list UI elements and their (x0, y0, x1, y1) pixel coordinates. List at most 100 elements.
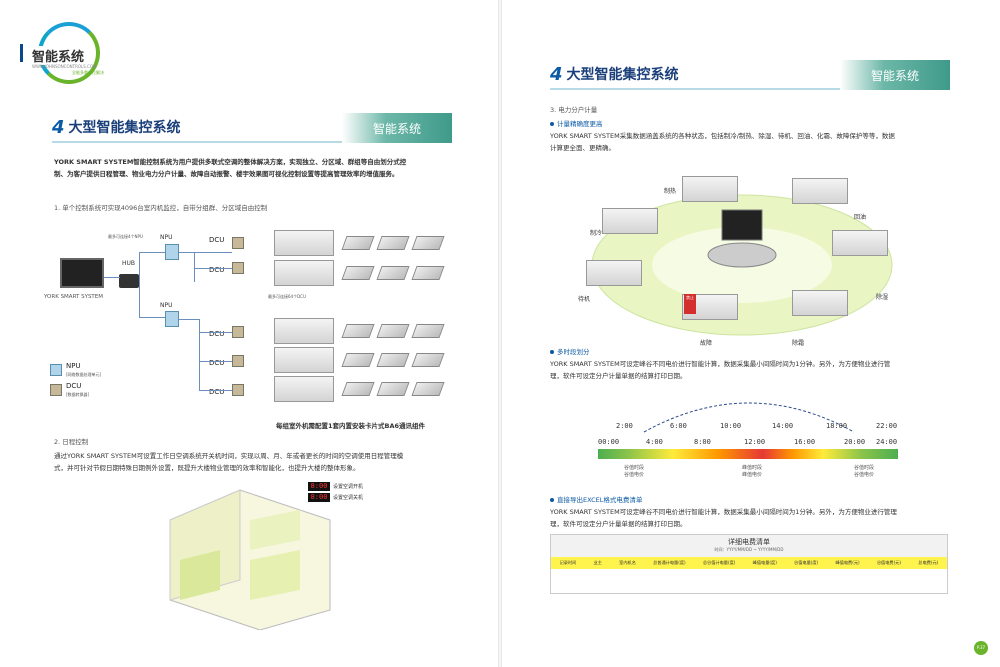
table-col: 谷值电费(元) (876, 560, 902, 565)
right-page: 4 大型智能集控系统 智能系统 3. 电力分户计量 计量精确度更高 YORK S… (502, 0, 1000, 667)
table-col: 峰值电费(元) (835, 560, 860, 565)
section2-paragraph: 通过YORK SMART SYSTEM可设置工作日空调系统开关机时间，实现以周、… (54, 450, 464, 474)
bullet3-title: 直接导出EXCEL格式电费清单 (550, 494, 642, 504)
dcu-icon (232, 384, 244, 396)
time-top: 10:00 (720, 422, 742, 430)
legend-npu-icon (50, 364, 62, 376)
bullet-icon (550, 498, 554, 502)
outdoor-unit-icon (274, 260, 334, 286)
dcu-label: DCU (209, 236, 225, 244)
page-gutter (498, 0, 502, 667)
page-number: P.37 (974, 641, 988, 655)
time-bottom: 20:00 (844, 438, 866, 446)
outdoor-unit-icon (274, 376, 334, 402)
indoor-unit-icon (341, 236, 375, 250)
peak-price: 峰值电价 (742, 472, 763, 478)
b3-line: YORK SMART SYSTEM可设定峰谷不同电价进行智能计算，数据采集最小间… (550, 508, 897, 516)
indoor-unit-icon (341, 382, 375, 396)
unit-oil-icon (792, 178, 848, 204)
state-fault: 故障 (700, 340, 713, 347)
header-title: 大型智能集控系统 (566, 67, 679, 83)
timer-off-label: 设置空调关机 (333, 495, 364, 501)
indoor-unit-icon (376, 353, 410, 367)
table-col: 总普通计电量(度) (653, 560, 686, 565)
table-col: 记录时间 (559, 560, 577, 565)
header-tag: 智能系统 (840, 60, 950, 90)
timer-on-display: 8:00 (308, 482, 330, 491)
indoor-unit-icon (411, 382, 445, 396)
link (199, 332, 232, 333)
link (199, 390, 232, 391)
time-bottom: 24:00 (876, 438, 898, 446)
npu-top-icon (165, 244, 179, 260)
section1-title: 1. 单个控制系统可实现4096台室内机监控，自带分组群、分区域自由控制 (54, 204, 268, 212)
outdoor-unit-icon (274, 347, 334, 373)
laptop-icon (60, 258, 104, 288)
peak-period: 峰值时段 (742, 465, 763, 471)
brand-logo: 智能系统 WWW.JOHNSONCONTROLS.COM 全能多重方位解决 (18, 22, 108, 84)
intro-line: 制、为客户提供日程管理、物业电力分户计量、故障自动报警、楼宇效果图可视化控制设置… (54, 170, 399, 178)
time-bottom: 4:00 (646, 438, 663, 446)
indoor-unit-icon (411, 353, 445, 367)
link (139, 317, 165, 318)
bullet1-text: 计量精确度更高 (557, 120, 603, 128)
bullet3-text: 直接导出EXCEL格式电费清单 (557, 496, 643, 504)
indoor-unit-icon (376, 324, 410, 338)
bullet-icon (550, 350, 554, 354)
legend-dcu-sub: [数据转换器] (66, 392, 90, 397)
unit-heat-icon (682, 176, 738, 202)
legend-dcu-icon (50, 384, 62, 396)
dcu-label: DCU (209, 359, 225, 367)
logo-bar (20, 44, 23, 62)
section3-title: 3. 电力分户计量 (550, 106, 598, 114)
timer-off-display: 8:00 (308, 493, 330, 502)
logo-site: WWW.JOHNSONCONTROLS.COM (32, 64, 97, 69)
hub-label: HUB (122, 260, 136, 267)
logo-text: 智能系统 (30, 46, 87, 65)
unit-standby-icon (586, 260, 642, 286)
state-cool: 制冷 (590, 230, 603, 237)
time-bottom: 12:00 (744, 438, 766, 446)
bill-table-date: 时间：YYYY/MM/DD ~ YYYY/MM/DD (714, 547, 784, 552)
indoor-unit-icon (376, 236, 410, 250)
valley1-price: 谷值电价 (624, 472, 645, 478)
valley1-period: 谷值时段 (624, 465, 645, 471)
b2-line: 理，软件可设定分户计量单据的结算打印日期。 (550, 372, 687, 380)
sec2-line: 式，并可针对节假日期特殊日期例外设置，既提升大楼物业管理的效率和智能化，也提升大… (54, 464, 360, 472)
valley2-period: 谷值时段 (854, 465, 875, 471)
bill-table-title: 详细电费清单 (728, 538, 770, 546)
dcu-icon (232, 262, 244, 274)
tou-bar (598, 449, 898, 459)
table-col: 总电费(元) (918, 560, 939, 565)
dcu-icon (232, 237, 244, 249)
state-diagram: 禁止 (582, 170, 902, 345)
header-number: 4 (550, 63, 563, 85)
timer-on-label: 设置空调开机 (333, 484, 364, 490)
indoor-unit-icon (341, 266, 375, 280)
dcu-label: DCU (209, 330, 225, 338)
right-section-header: 4 大型智能集控系统 智能系统 (550, 60, 950, 90)
link (194, 252, 195, 282)
left-section-header: 4 大型智能集控系统 智能系统 (52, 113, 452, 143)
valley2-price: 谷值电价 (854, 472, 875, 478)
b2-line: YORK SMART SYSTEM可设定峰谷不同电价进行智能计算，数据采集最小间… (550, 360, 891, 368)
npu-bottom-icon (165, 311, 179, 327)
outdoor-unit-icon (274, 318, 334, 344)
indoor-unit-icon (411, 266, 445, 280)
sec2-line: 通过YORK SMART SYSTEM可设置工作日空调系统开关机时间，实现以周、… (54, 452, 404, 460)
link (104, 277, 120, 278)
time-top: 2:00 (616, 422, 633, 430)
state-dehum: 除湿 (876, 294, 889, 301)
bullet1-title: 计量精确度更高 (550, 118, 603, 128)
link (139, 252, 165, 253)
table-col: 总谷值计电量(度) (702, 560, 736, 565)
bullet1-paragraph: YORK SMART SYSTEM采集数据涵盖系统的各种状态，包括制冷/制热、除… (550, 130, 950, 154)
section2-title: 2. 日程控制 (54, 438, 89, 446)
time-top: 14:00 (772, 422, 794, 430)
bullet2-text: 多时段划分 (557, 348, 590, 356)
network-diagram: 最多可连接4个NPU NPU HUB YORK SMART SYSTEM NPU… (44, 222, 454, 422)
bullet2-paragraph: YORK SMART SYSTEM可设定峰谷不同电价进行智能计算，数据采集最小间… (550, 358, 950, 382)
time-top: 6:00 (670, 422, 687, 430)
dcu-limit-note: 最多可连接64个DCU (268, 294, 306, 299)
time-top: 18:00 (826, 422, 848, 430)
